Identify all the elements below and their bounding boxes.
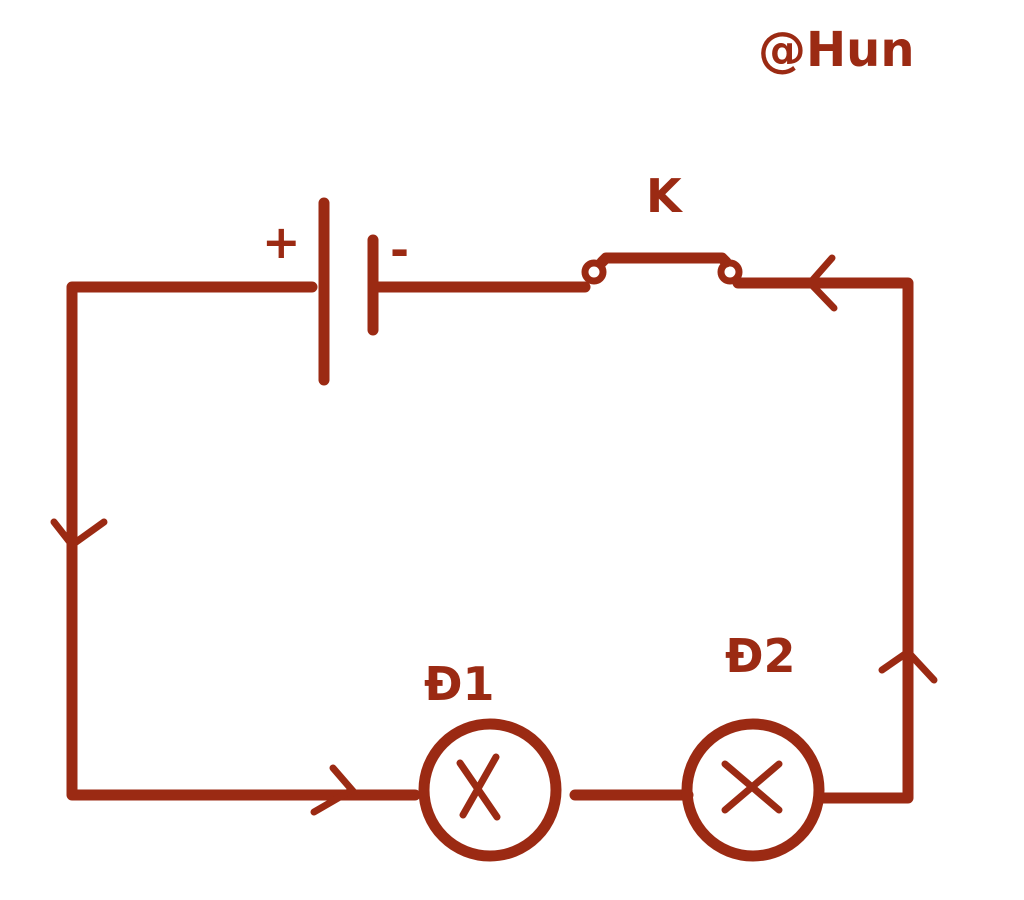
bulb-d1-circle: [418, 718, 562, 862]
bulb-d1-cross: [456, 753, 501, 821]
battery-plus-sign: +: [262, 215, 301, 269]
battery: + -: [262, 197, 409, 386]
switch-lever: [596, 252, 732, 268]
bulb-d2-circle: [681, 718, 825, 862]
battery-minus-sign: -: [390, 223, 409, 277]
arrow-bottom-right: [310, 764, 358, 816]
current-arrows: [50, 254, 938, 816]
watermark: @Hun: [758, 22, 915, 78]
arrow-right-up: [878, 647, 938, 684]
arrow-top-left: [805, 254, 838, 312]
arrow-left-down: [50, 518, 108, 550]
wire-right-side: [732, 277, 914, 804]
wire-top-left: [66, 281, 421, 801]
bulb-d1-label: Đ1: [424, 657, 495, 711]
bulb-d2-label: Đ2: [725, 629, 796, 683]
switch-k: K: [581, 169, 743, 285]
switch-contact-left: [581, 259, 607, 285]
switch-label: K: [646, 169, 684, 223]
bulb-d2: Đ2: [681, 629, 825, 862]
bulb-d2-cross: [721, 760, 783, 814]
bulb-d1: Đ1: [418, 657, 562, 862]
